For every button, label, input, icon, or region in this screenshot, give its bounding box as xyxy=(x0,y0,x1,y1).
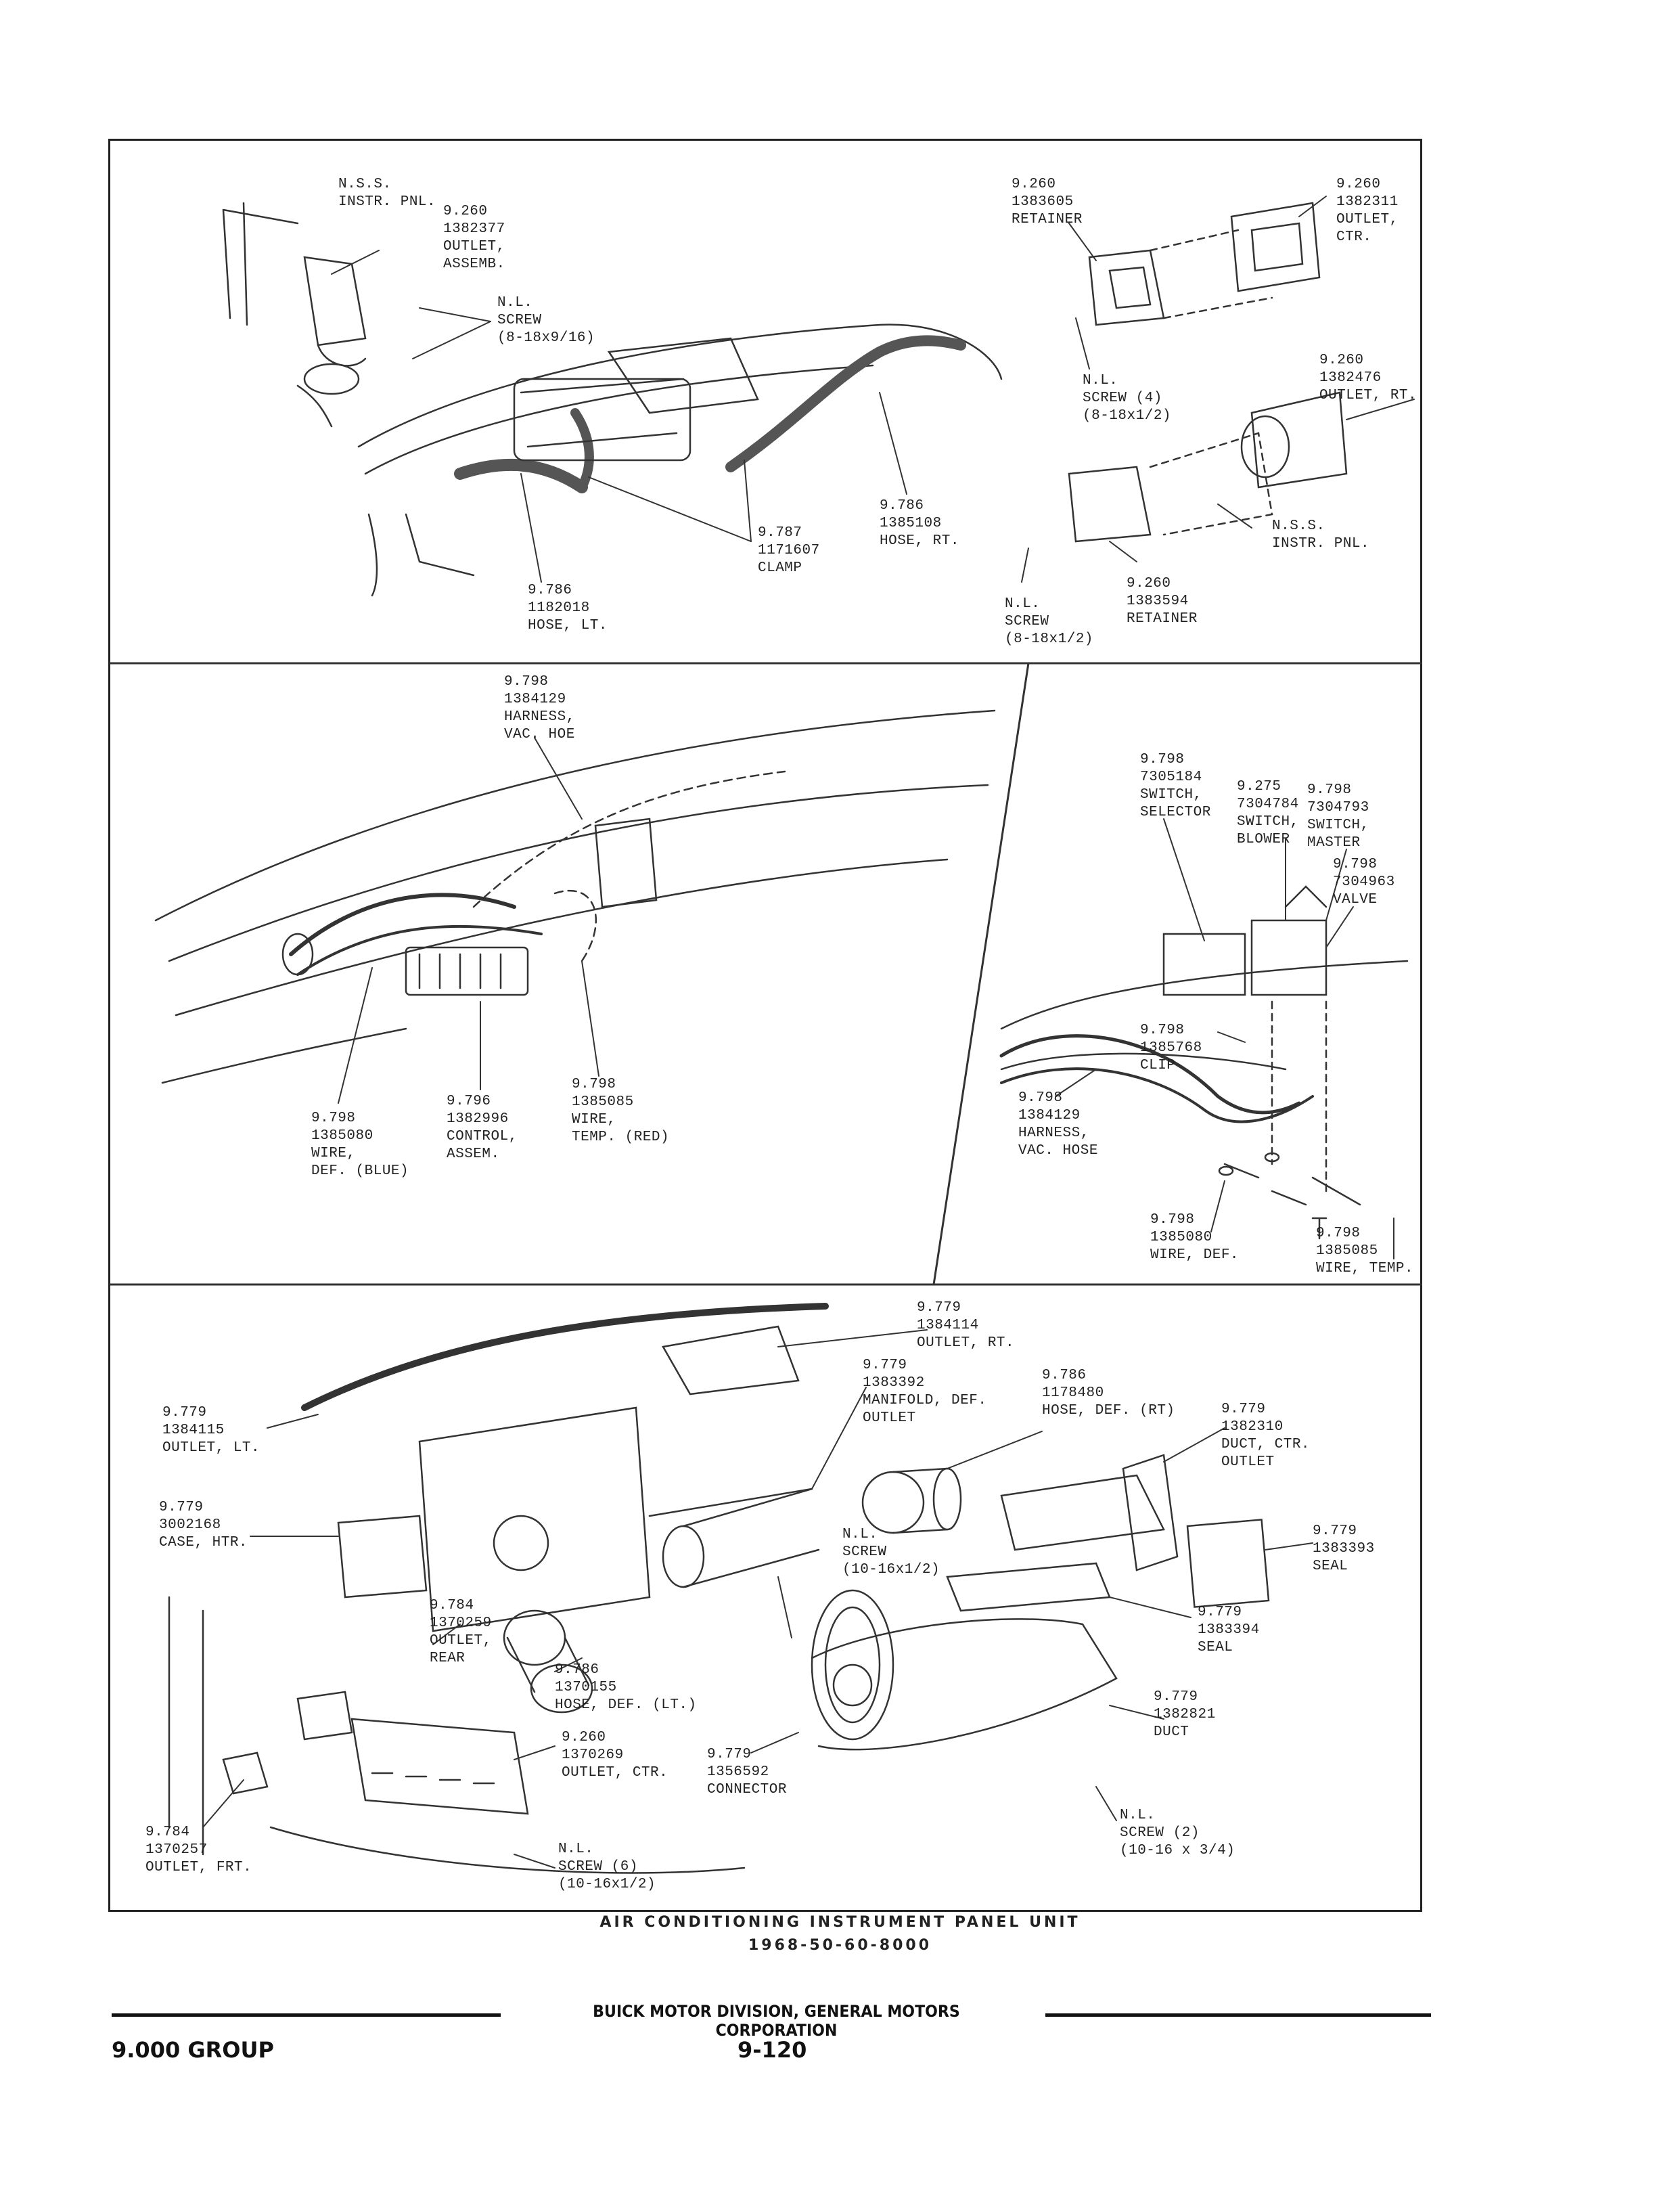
callout-clip: 9.798 1385768 CLIP xyxy=(1140,1023,1202,1073)
group-label: 9.000 GROUP xyxy=(112,2037,274,2063)
callout-seal-1383393: 9.779 1383393 SEAL xyxy=(1313,1523,1375,1574)
mid-leaders xyxy=(338,737,1394,1259)
bottom-parts-sketch xyxy=(168,1303,1270,1874)
callout-wire-def-blue: 9.798 1385080 WIRE, DEF. (BLUE) xyxy=(311,1111,409,1179)
diagram-frame xyxy=(108,139,1422,1912)
callout-hose-def-rt: 9.786 1178480 HOSE, DEF. (RT) xyxy=(1042,1368,1175,1419)
callout-clamp: 9.787 1171607 CLAMP xyxy=(758,525,820,576)
callout-screw-4: N.L. SCREW (4) (8-18x1/2) xyxy=(1083,373,1172,424)
callout-outlet-lt: 9.779 1384115 OUTLET, LT. xyxy=(162,1405,260,1456)
callout-hose-rt: 9.786 1385108 HOSE, RT. xyxy=(880,498,959,549)
callout-screw-10-16x1-2: N.L. SCREW (10-16x1/2) xyxy=(842,1527,940,1578)
callout-retainer-1383605: 9.260 1383605 RETAINER xyxy=(1012,177,1083,227)
callout-outlet-rt: 9.260 1382476 OUTLET, RT. xyxy=(1319,353,1417,403)
footer-rule-left xyxy=(112,2013,501,2017)
callout-outlet-ctr: 9.260 1382311 OUTLET, CTR. xyxy=(1336,177,1399,245)
callout-nss-instr-pnl-right: N.S.S. INSTR. PNL. xyxy=(1272,518,1370,552)
callout-outlet-assemb: 9.260 1382377 OUTLET, ASSEMB. xyxy=(443,204,505,272)
callout-retainer-1383594: 9.260 1383594 RETAINER xyxy=(1127,576,1198,627)
callout-duct-1382821: 9.779 1382821 DUCT xyxy=(1154,1689,1216,1740)
division-footer: BUICK MOTOR DIVISION, GENERAL MOTORS COR… xyxy=(593,2002,960,2040)
callout-wire-temp-red: 9.798 1385085 WIRE, TEMP. (RED) xyxy=(572,1077,670,1145)
callout-wire-temp: 9.798 1385085 WIRE, TEMP. xyxy=(1316,1226,1414,1276)
callout-hose-lt: 9.786 1182018 HOSE, LT. xyxy=(528,583,608,633)
divider-vertical xyxy=(932,662,1030,1286)
callout-screw-8-18x1-2: N.L. SCREW (8-18x1/2) xyxy=(1005,596,1094,647)
callout-connector: 9.779 1356592 CONNECTOR xyxy=(707,1747,787,1797)
callout-harness-vac-hose: 9.798 1384129 HARNESS, VAC. HOSE xyxy=(1018,1090,1098,1159)
figure-caption: AIR CONDITIONING INSTRUMENT PANEL UNIT xyxy=(599,1914,1081,1931)
callout-harness-vac-hoe: 9.798 1384129 HARNESS, VAC. HOE xyxy=(504,674,575,742)
figure-code: 1968-50-60-8000 xyxy=(748,1937,932,1954)
page-number: 9-120 xyxy=(737,2037,807,2063)
callout-screw-8-18x9-16: N.L. SCREW (8-18x9/16) xyxy=(497,295,595,346)
callout-outlet-ctr-bottom: 9.260 1370269 OUTLET, CTR. xyxy=(562,1730,668,1781)
callout-outlet-rear: 9.784 1370259 OUTLET, REAR xyxy=(430,1598,492,1666)
callout-outlet-rt-bottom: 9.779 1384114 OUTLET, RT. xyxy=(917,1300,1015,1351)
callout-switch-blower: 9.275 7304784 SWITCH, BLOWER xyxy=(1237,779,1299,847)
footer-rule-right xyxy=(1045,2013,1431,2017)
callout-screw-2: N.L. SCREW (2) (10-16 x 3/4) xyxy=(1120,1808,1235,1858)
bottom-leaders xyxy=(202,1329,1313,1869)
callout-switch-selector: 9.798 7305184 SWITCH, SELECTOR xyxy=(1140,752,1211,820)
callout-nss-instr-pnl-top: N.S.S. INSTR. PNL. xyxy=(338,177,436,210)
callout-manifold-def-outlet: 9.779 1383392 MANIFOLD, DEF. OUTLET xyxy=(863,1358,987,1426)
callout-duct-ctr-outlet: 9.779 1382310 DUCT, CTR. OUTLET xyxy=(1221,1402,1311,1470)
callout-outlet-frt: 9.784 1370257 OUTLET, FRT. xyxy=(145,1825,252,1875)
callout-wire-def: 9.798 1385080 WIRE, DEF. xyxy=(1150,1212,1240,1263)
callout-case-htr: 9.779 3002168 CASE, HTR. xyxy=(159,1500,248,1550)
mid-dash-sketch xyxy=(154,709,1409,1240)
callout-control-assem: 9.796 1382996 CONTROL, ASSEM. xyxy=(447,1094,518,1162)
top-dash-sketch xyxy=(222,202,1348,597)
callout-screw-6: N.L. SCREW (6) (10-16x1/2) xyxy=(558,1841,656,1892)
callout-hose-def-lt: 9.786 1370155 HOSE, DEF. (LT.) xyxy=(555,1662,697,1713)
callout-switch-master: 9.798 7304793 SWITCH, MASTER xyxy=(1307,782,1369,851)
callout-valve: 9.798 7304963 VALVE xyxy=(1333,857,1395,908)
callout-seal-1383394: 9.779 1383394 SEAL xyxy=(1198,1605,1260,1655)
top-leaders xyxy=(331,196,1415,583)
